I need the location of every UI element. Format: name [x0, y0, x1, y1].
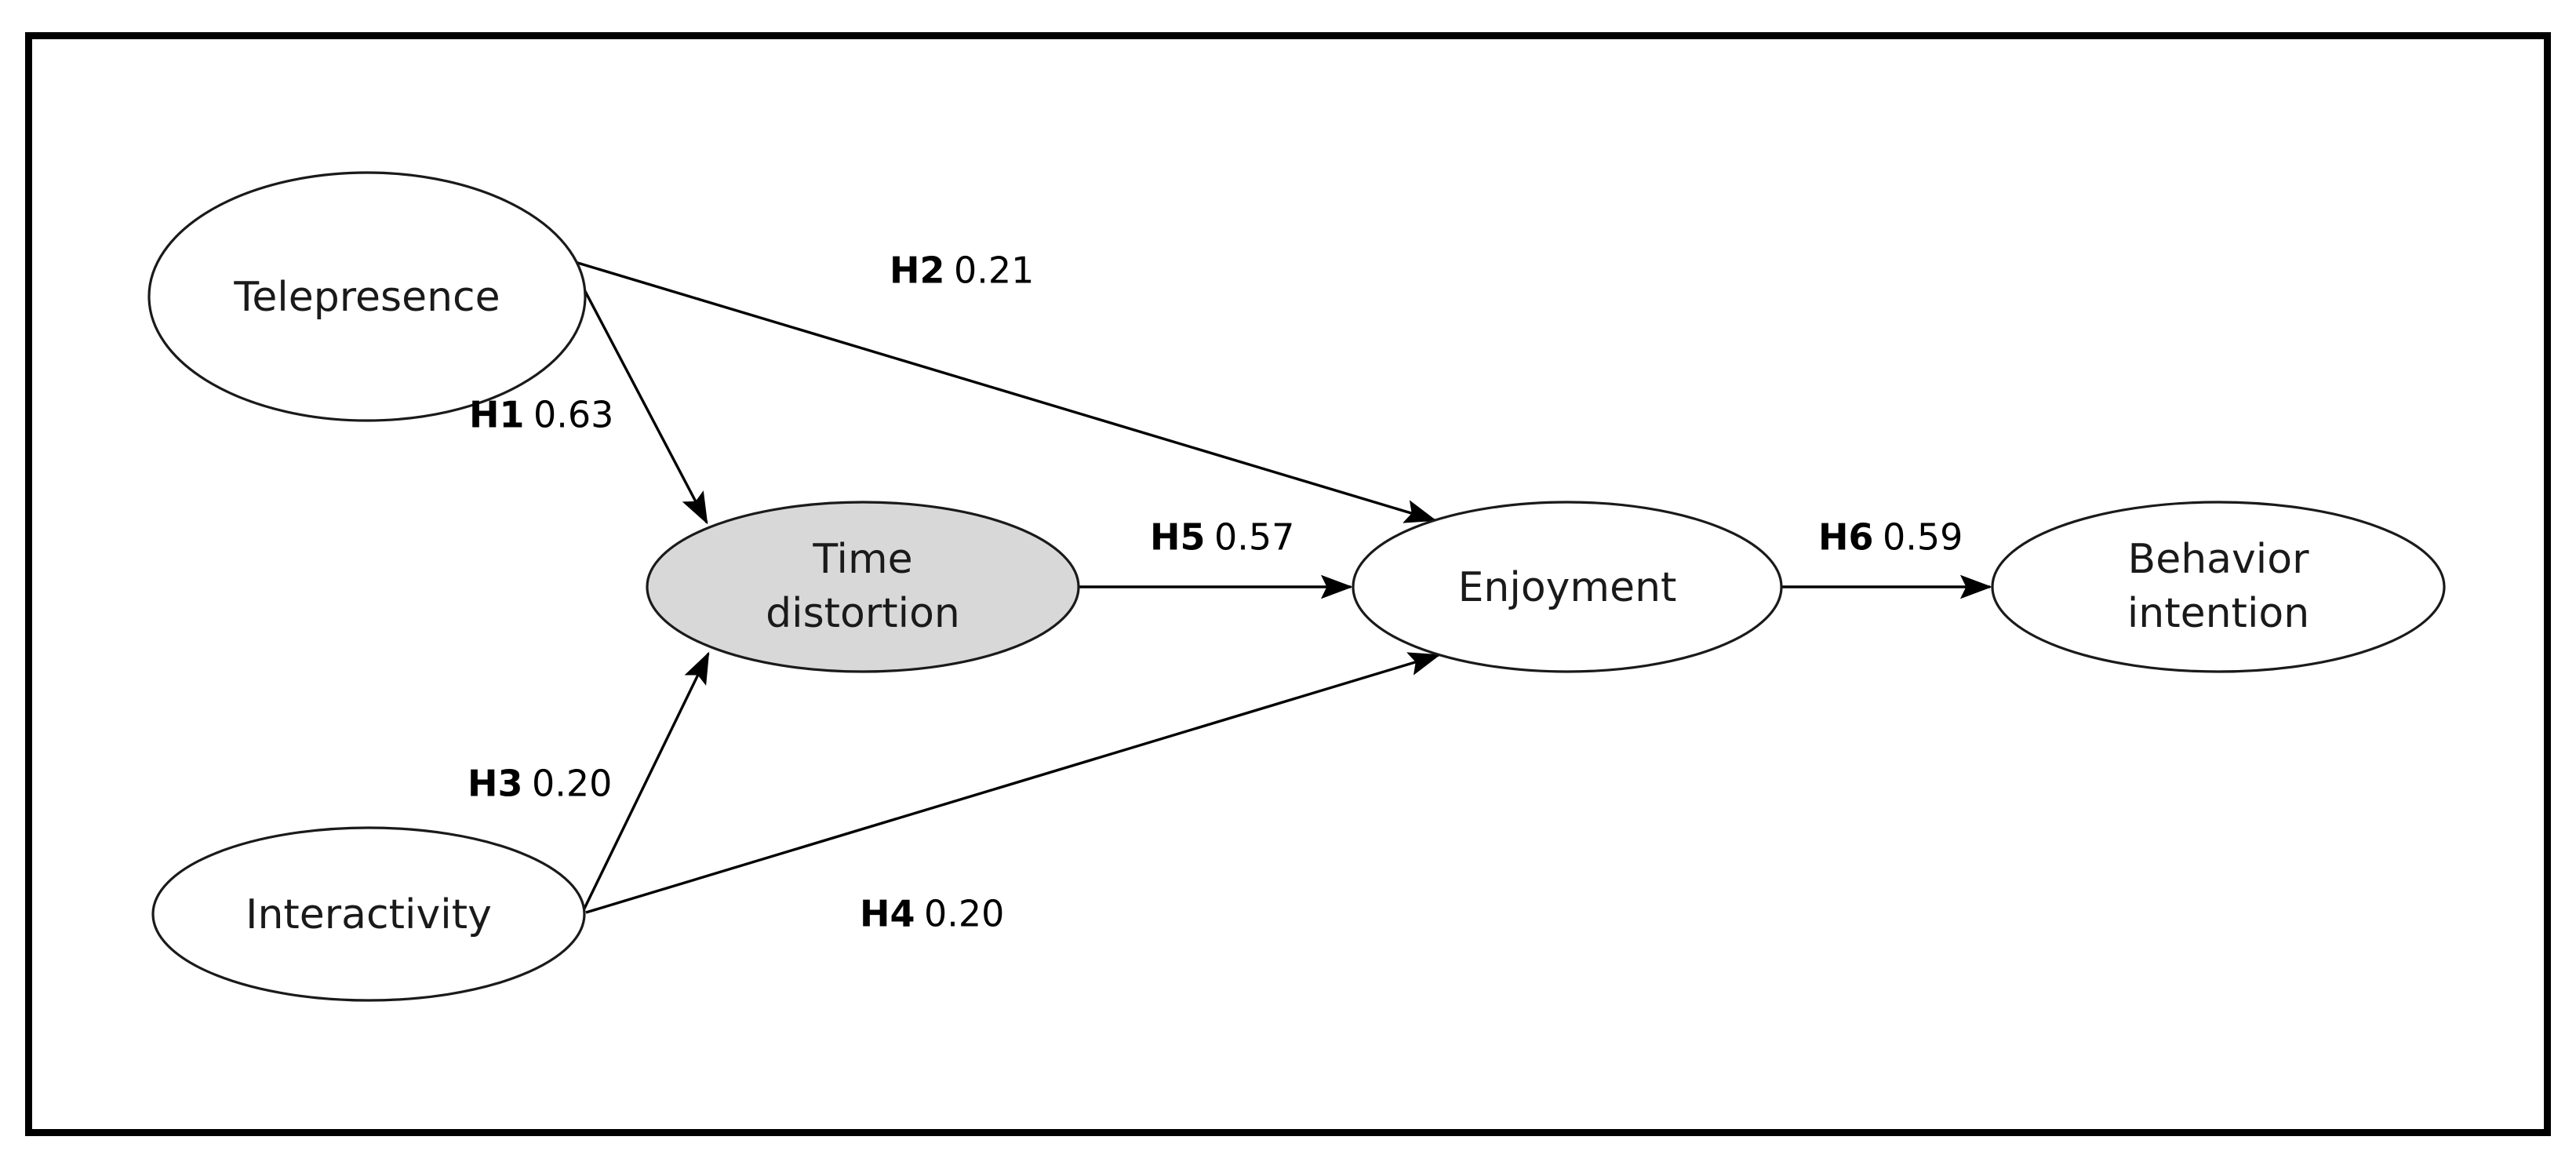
path-arrow-h4: [585, 652, 1441, 914]
path-label-h4-coefficient: 0.20: [924, 893, 1004, 935]
path-label-h4: H4 0.20: [860, 893, 1004, 935]
node-behavior-intention[interactable]: Behavior intention: [1991, 501, 2446, 673]
path-label-h5: H5 0.57: [1150, 516, 1294, 559]
node-behavior-intention-shape: [1991, 501, 2446, 673]
node-behavior-intention-label-line1: Behavior: [2128, 536, 2310, 583]
node-time-distortion-shape: [646, 501, 1080, 673]
node-enjoyment-shape: [1352, 501, 1783, 673]
path-label-h6: H6 0.59: [1818, 516, 1963, 559]
node-enjoyment[interactable]: Enjoyment: [1352, 501, 1783, 673]
node-time-distortion-label-line1: Time: [812, 536, 912, 583]
path-label-h2: H2 0.21: [890, 250, 1034, 292]
path-label-h2-coefficient: 0.21: [954, 250, 1034, 292]
path-label-h1-coefficient: 0.63: [533, 394, 613, 436]
path-label-h4-hypothesis: H4: [860, 893, 915, 935]
figure-border: [25, 32, 2551, 1136]
path-label-h6-hypothesis: H6: [1818, 516, 1874, 559]
node-time-distortion[interactable]: Time distortion: [646, 501, 1080, 673]
node-time-distortion-label-line2: distortion: [766, 590, 960, 637]
node-telepresence-label: Telepresence: [233, 274, 500, 321]
path-label-h1-hypothesis: H1: [469, 394, 525, 436]
path-label-h5-coefficient: 0.57: [1214, 516, 1294, 559]
path-label-h1: H1 0.63: [469, 394, 613, 436]
path-label-h6-coefficient: 0.59: [1883, 516, 1963, 559]
path-label-h3-coefficient: 0.20: [532, 763, 612, 805]
node-interactivity[interactable]: Interactivity: [151, 826, 586, 1002]
node-enjoyment-label: Enjoyment: [1458, 564, 1677, 611]
node-interactivity-shape: [151, 826, 586, 1002]
path-arrow-h3: [582, 651, 710, 911]
path-arrow-h2: [574, 260, 1437, 523]
path-arrow-h1: [569, 264, 708, 525]
node-telepresence-shape: [147, 171, 587, 422]
node-telepresence[interactable]: Telepresence: [147, 171, 587, 422]
path-label-h5-hypothesis: H5: [1150, 516, 1206, 559]
path-label-h2-hypothesis: H2: [890, 250, 945, 292]
path-label-h3-hypothesis: H3: [468, 763, 523, 805]
node-interactivity-label: Interactivity: [246, 891, 492, 938]
path-label-h3: H3 0.20: [468, 763, 612, 805]
node-behavior-intention-label-line2: intention: [2127, 590, 2309, 637]
